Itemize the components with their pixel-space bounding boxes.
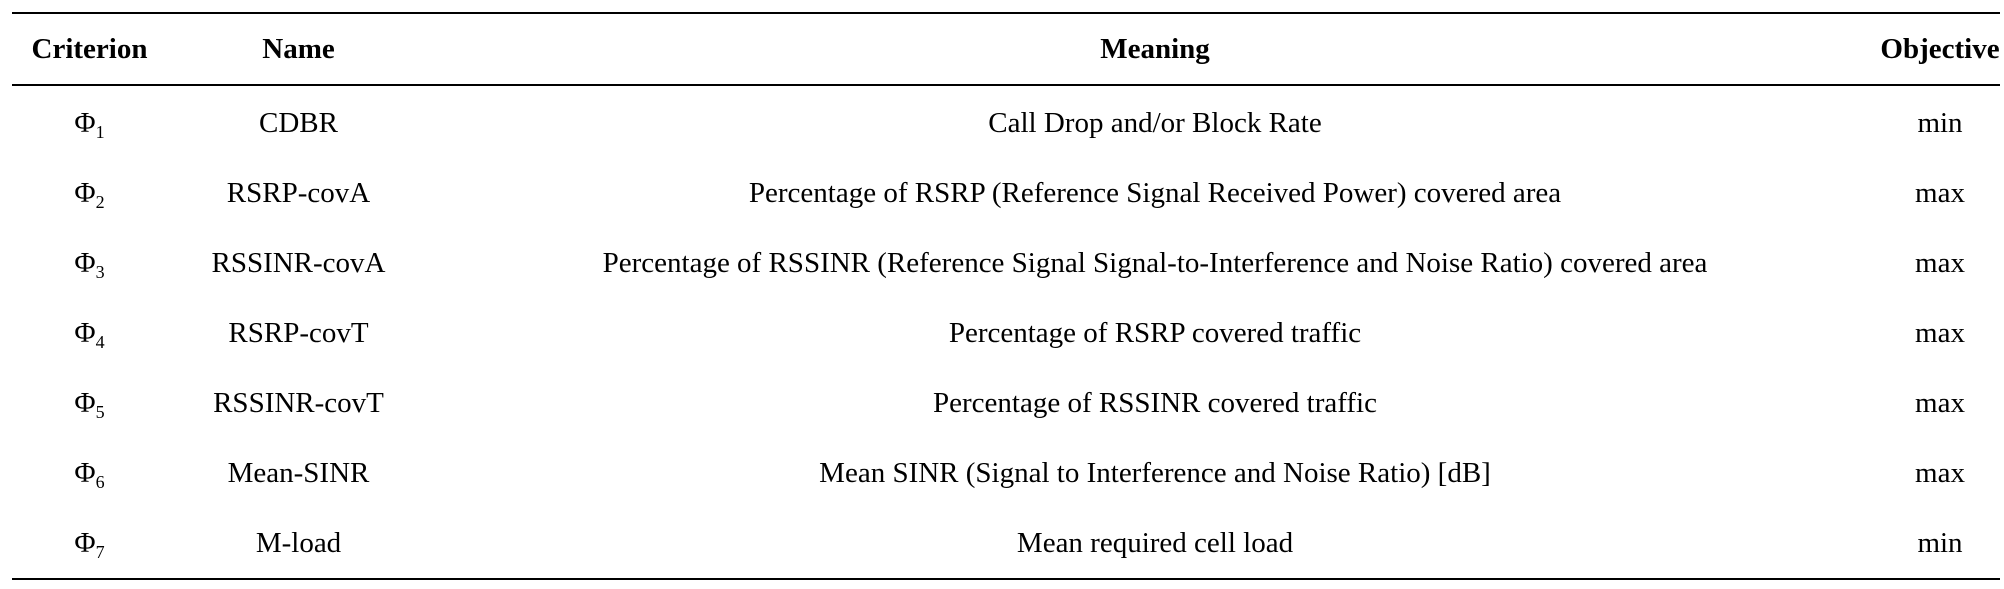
criterion-subscript: 6 bbox=[95, 471, 105, 492]
criterion-cell: Φ6 bbox=[12, 438, 167, 508]
criterion-symbol: Φ bbox=[74, 106, 96, 139]
criterion-subscript: 7 bbox=[95, 541, 105, 562]
table-row: Φ3 RSSINR-covA Percentage of RSSINR (Ref… bbox=[12, 228, 2000, 298]
meaning-cell: Percentage of RSSINR (Reference Signal S… bbox=[602, 246, 1708, 279]
objective-cell: max bbox=[1915, 176, 1965, 209]
header-criterion: Criterion bbox=[31, 32, 148, 65]
objective-cell: min bbox=[1917, 106, 1963, 139]
meaning-cell: Percentage of RSRP covered traffic bbox=[948, 316, 1362, 349]
objective-cell: min bbox=[1917, 526, 1963, 559]
criterion-cell: Φ5 bbox=[12, 368, 167, 438]
table-row: Φ2 RSRP-covA Percentage of RSRP (Referen… bbox=[12, 158, 2000, 228]
table-row: Φ4 RSRP-covT Percentage of RSRP covered … bbox=[12, 298, 2000, 368]
criteria-table: Criterion Name Meaning Objective Φ1 CDBR… bbox=[12, 12, 2000, 580]
meaning-cell: Mean required cell load bbox=[1016, 526, 1294, 559]
name-cell: Mean-SINR bbox=[227, 456, 370, 489]
criterion-symbol: Φ bbox=[74, 176, 96, 209]
objective-cell: max bbox=[1915, 386, 1965, 419]
header-meaning: Meaning bbox=[1100, 32, 1210, 65]
criterion-subscript: 1 bbox=[95, 121, 105, 142]
criterion-symbol: Φ bbox=[74, 246, 96, 279]
name-cell: RSSINR-covA bbox=[211, 246, 386, 279]
meaning-cell: Percentage of RSSINR covered traffic bbox=[933, 386, 1377, 419]
table-row: Φ7 M-load Mean required cell load min bbox=[12, 508, 2000, 579]
criterion-symbol: Φ bbox=[74, 316, 96, 349]
table-row: Φ1 CDBR Call Drop and/or Block Rate min bbox=[12, 85, 2000, 158]
objective-cell: max bbox=[1915, 246, 1965, 279]
criterion-subscript: 4 bbox=[95, 331, 105, 352]
criterion-subscript: 3 bbox=[95, 261, 105, 282]
criterion-subscript: 5 bbox=[95, 401, 105, 422]
name-cell: CDBR bbox=[259, 106, 338, 139]
criterion-cell: Φ2 bbox=[12, 158, 167, 228]
objective-cell: max bbox=[1915, 456, 1965, 489]
name-cell: RSSINR-covT bbox=[213, 386, 384, 419]
criterion-symbol: Φ bbox=[74, 456, 96, 489]
criterion-symbol: Φ bbox=[74, 386, 96, 419]
name-cell: M-load bbox=[255, 526, 342, 559]
header-objective: Objective bbox=[1880, 32, 2000, 65]
meaning-cell: Percentage of RSRP (Reference Signal Rec… bbox=[748, 176, 1562, 209]
criterion-subscript: 2 bbox=[95, 191, 105, 212]
meaning-cell: Call Drop and/or Block Rate bbox=[988, 106, 1322, 139]
criteria-table-container: Criterion Name Meaning Objective Φ1 CDBR… bbox=[12, 12, 2000, 580]
table-header: Criterion Name Meaning Objective bbox=[12, 13, 2000, 85]
criterion-symbol: Φ bbox=[74, 526, 96, 559]
header-name: Name bbox=[262, 32, 335, 65]
criterion-cell: Φ4 bbox=[12, 298, 167, 368]
table-body: Φ1 CDBR Call Drop and/or Block Rate min … bbox=[12, 85, 2000, 579]
meaning-cell: Mean SINR (Signal to Interference and No… bbox=[819, 456, 1491, 489]
criterion-cell: Φ7 bbox=[12, 508, 167, 579]
table-row: Φ5 RSSINR-covT Percentage of RSSINR cove… bbox=[12, 368, 2000, 438]
criterion-cell: Φ3 bbox=[12, 228, 167, 298]
header-row: Criterion Name Meaning Objective bbox=[12, 13, 2000, 85]
criterion-cell: Φ1 bbox=[12, 85, 167, 158]
name-cell: RSRP-covA bbox=[226, 176, 371, 209]
name-cell: RSRP-covT bbox=[228, 316, 369, 349]
objective-cell: max bbox=[1915, 316, 1965, 349]
table-row: Φ6 Mean-SINR Mean SINR (Signal to Interf… bbox=[12, 438, 2000, 508]
